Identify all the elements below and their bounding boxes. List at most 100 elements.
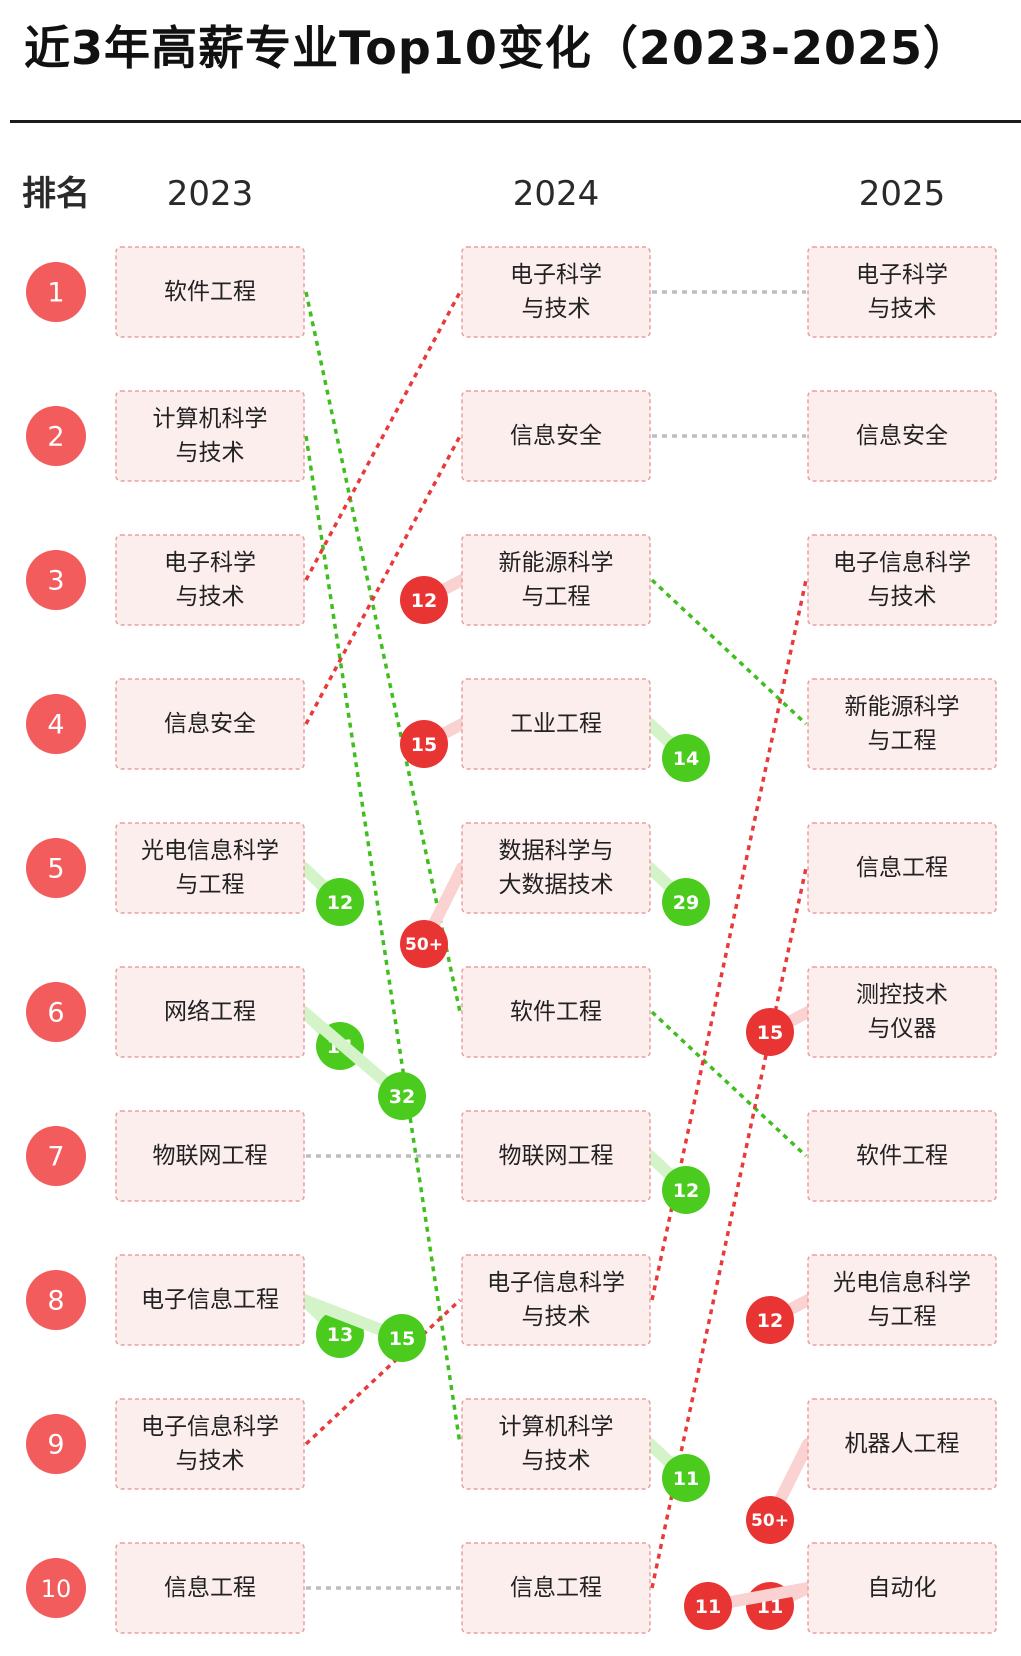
major-box-2024-rank-7: 物联网工程 [461,1110,651,1202]
badge-circle [378,1314,426,1362]
rank-change-badge: 14 [662,734,710,782]
major-box-frame [115,1254,305,1346]
rank-circle [26,838,86,898]
badge-circle [378,1072,426,1120]
badge-label: 11 [673,1468,699,1490]
rank-circle [26,406,86,466]
major-box-frame [807,822,997,914]
major-box-frame [807,966,997,1058]
major-box-2023-rank-4: 信息安全 [115,678,305,770]
rank-number: 4 [47,710,64,741]
major-name-line: 计算机科学 [499,1414,614,1440]
badge-label: 50+ [405,935,443,955]
rank-marker-9: 9 [26,1414,86,1474]
major-box-frame [461,246,651,338]
badge-label: 29 [673,892,699,914]
major-name-line: 网络工程 [164,999,256,1025]
rank-circle [26,1558,86,1618]
badge-label: 13 [327,1324,353,1346]
badge-circle [684,1582,732,1630]
major-box-frame [461,534,651,626]
rank-marker-8: 8 [26,1270,86,1330]
rank-change-badge: 12 [662,1166,710,1214]
link-2023-2024-3-to-1 [304,291,462,581]
major-name-line: 机器人工程 [845,1431,960,1457]
rank-number: 10 [41,1575,72,1603]
major-box-frame [461,1398,651,1490]
major-box-frame [115,1398,305,1490]
major-box-frame [807,246,997,338]
badge-label: 15 [757,1022,783,1044]
major-box-2023-rank-7: 物联网工程 [115,1110,305,1202]
rank-circle [26,694,86,754]
major-name-line: 电子科学 [164,550,256,576]
link-2023-2024-4-to-2 [304,435,462,725]
major-name-line: 电子信息科学 [833,550,971,576]
rank-number: 8 [47,1286,64,1317]
major-name-line: 新能源科学 [845,694,960,720]
major-name-line: 与技术 [522,296,591,322]
rank-circle [26,262,86,322]
rank-circle [26,982,86,1042]
major-box-2025-rank-10: 自动化 [807,1542,997,1634]
major-box-frame [115,678,305,770]
major-name-line: 信息工程 [164,1575,256,1601]
major-box-frame [807,1398,997,1490]
major-box-frame [461,1110,651,1202]
major-name-line: 新能源科学 [499,550,614,576]
rank-circle [26,1270,86,1330]
major-name-line: 与技术 [868,296,937,322]
rank-number: 1 [47,278,64,309]
major-box-2024-rank-4: 工业工程 [461,678,651,770]
rank-change-badge: 32 [378,1072,426,1120]
rank-circle [26,1414,86,1474]
badge-label: 12 [327,892,353,914]
rank-number: 6 [47,998,64,1029]
year-header-2025: 2025 [859,174,946,214]
major-box-2024-rank-2: 信息安全 [461,390,651,482]
badge-circle [746,1496,794,1544]
major-name-line: 软件工程 [164,279,256,305]
rank-circle [26,550,86,610]
major-name-line: 与技术 [868,584,937,610]
major-box-2025-rank-2: 信息安全 [807,390,997,482]
major-box-2023-rank-1: 软件工程 [115,246,305,338]
link-2023-2024-1-to-6 [304,291,462,1013]
major-box-frame [807,390,997,482]
major-name-line: 与技术 [176,440,245,466]
major-name-line: 与仪器 [868,1016,937,1042]
rank-circle [26,1126,86,1186]
badge-circle [746,1296,794,1344]
major-name-line: 与工程 [868,728,937,754]
major-box-frame [807,1110,997,1202]
major-box-frame [461,966,651,1058]
badge-circle [316,878,364,926]
rank-marker-3: 3 [26,550,86,610]
badge-circle [746,1008,794,1056]
major-name-line: 与技术 [176,584,245,610]
major-box-frame [807,534,997,626]
rank-number: 9 [47,1430,64,1461]
badge-label: 12 [673,1180,699,1202]
major-name-line: 软件工程 [510,999,602,1025]
major-name-line: 与技术 [522,1304,591,1330]
rank-change-badge: 11 [662,1454,710,1502]
major-box-frame [115,966,305,1058]
major-name-line: 电子信息工程 [141,1287,279,1313]
rank-change-badge: 29 [662,878,710,926]
rank-marker-1: 1 [26,262,86,322]
major-name-line: 光电信息科学 [833,1270,971,1296]
badge-circle [662,878,710,926]
year-header-2023: 2023 [167,174,254,214]
badge-label: 15 [411,734,437,756]
rank-change-badge: 50+ [400,920,448,968]
